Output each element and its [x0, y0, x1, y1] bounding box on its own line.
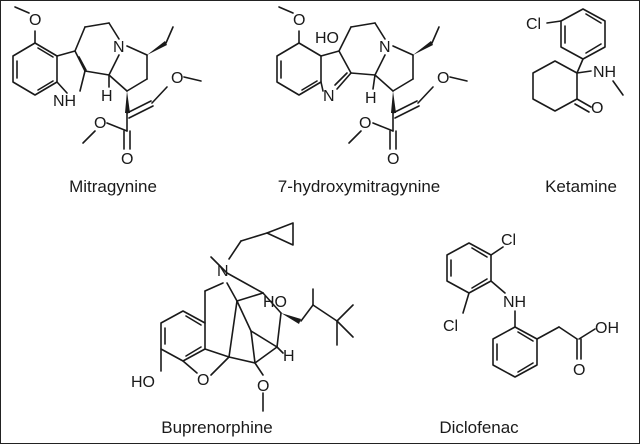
hydroxymitragynine-atom-o: O [293, 12, 305, 29]
hydroxymitragynine-atom-h: H [365, 90, 377, 107]
buprenorphine-structure: N HO O HO H [131, 222, 354, 412]
mitragynine-atom-nh: NH [53, 93, 76, 110]
hydroxymitragynine-atom-n2: N [379, 39, 391, 56]
diclofenac-atom-oh: OH [595, 320, 619, 337]
diclofenac-structure: Cl Cl NH O OH [443, 232, 619, 379]
diclofenac-atom-cl1: Cl [501, 232, 516, 249]
diclofenac-atom-cl2: Cl [443, 318, 458, 335]
hydroxymitragynine-atom-n1: N [323, 88, 335, 105]
mitragynine-atom-h: H [101, 88, 113, 105]
buprenorphine-label: Buprenorphine [161, 418, 273, 437]
mitragynine-atom-n: N [113, 39, 125, 56]
ketamine-structure: Cl O NH [526, 8, 624, 117]
buprenorphine-atom-o: O [197, 372, 209, 389]
diclofenac-atom-nh: NH [503, 294, 526, 311]
buprenorphine-atom-h: H [283, 348, 295, 365]
ketamine-atom-nh: NH [593, 64, 616, 81]
hydroxymitragynine-atom-ho: HO [315, 30, 339, 47]
hydroxymitragynine-label: 7-hydroxymitragynine [277, 177, 441, 196]
mitragynine-atom-o: O [29, 12, 41, 29]
mitragynine-atom-o2: O [171, 70, 183, 87]
mitragynine-atom-o3: O [121, 151, 133, 168]
ketamine-atom-o: O [591, 100, 603, 117]
buprenorphine-atom-ho2: HO [263, 294, 287, 311]
buprenorphine-atom-ho: HO [131, 374, 155, 391]
hydroxymitragynine-atom-o4: O [359, 115, 371, 132]
buprenorphine-atom-n: N [217, 263, 229, 280]
mitragynine-structure: O NH N H O O O [12, 6, 202, 168]
hydroxymitragynine-atom-o3: O [387, 151, 399, 168]
mitragynine-atom-o4: O [94, 115, 106, 132]
diclofenac-label: Diclofenac [439, 418, 519, 437]
mitragynine-label: Mitragynine [69, 177, 157, 196]
hydroxymitragynine-atom-o2: O [437, 70, 449, 87]
ketamine-atom-cl: Cl [526, 16, 541, 33]
diclofenac-atom-o: O [573, 362, 585, 379]
ketamine-label: Ketamine [545, 177, 617, 196]
hydroxymitragynine-structure: O N HO N H O O O [276, 6, 468, 168]
buprenorphine-atom-o2: O [257, 378, 269, 395]
